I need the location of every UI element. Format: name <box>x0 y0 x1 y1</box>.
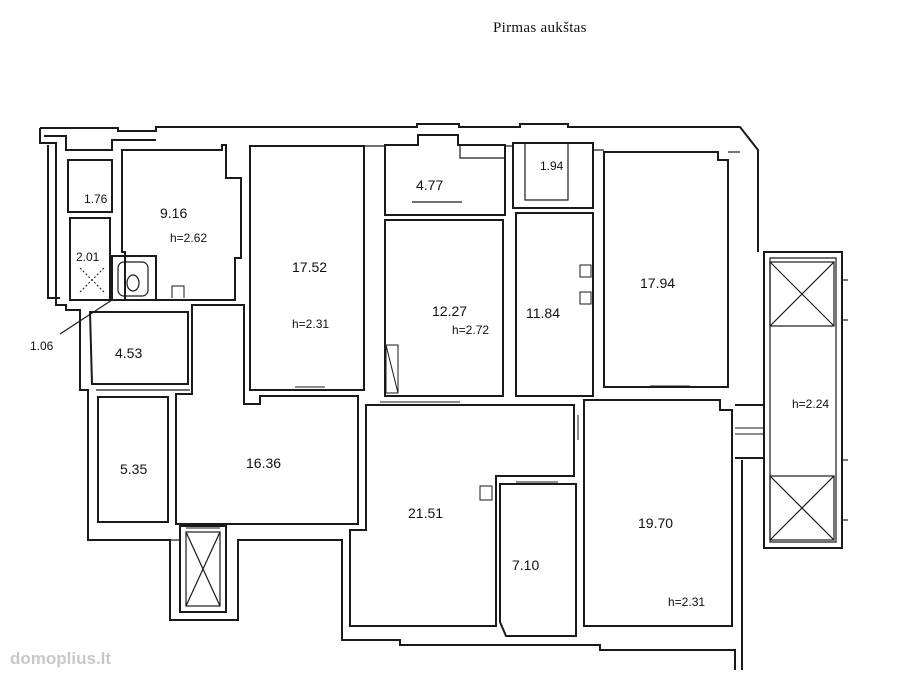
room-area-label: 4.53 <box>115 345 142 361</box>
room-4-53: 4.53 <box>88 311 189 385</box>
room-area-label: 19.70 <box>638 515 673 531</box>
room-height-label: h=2.24 <box>792 397 829 411</box>
room-area-label: 11.84 <box>526 305 560 321</box>
room-11-84: 11.84 <box>515 212 594 397</box>
room-area-label: 1.94 <box>540 159 564 173</box>
room-area-label: 17.94 <box>640 275 675 291</box>
terrace-right: h=2.24 <box>735 251 848 549</box>
room-area-label: 17.52 <box>292 259 327 275</box>
room-area-label: 9.16 <box>160 205 187 221</box>
room-area-label: 1.06 <box>30 339 54 353</box>
room-area-label: 16.36 <box>246 455 281 471</box>
room-area-label: 1.76 <box>84 192 108 206</box>
watermark: domoplius.lt <box>10 649 111 668</box>
room-4-77: 4.77 <box>384 134 506 216</box>
room-area-label: 4.77 <box>416 177 443 193</box>
room-area-label: 21.51 <box>408 505 443 521</box>
floor-title: Pirmas aukštas <box>493 20 587 36</box>
room-height-label: h=2.62 <box>170 231 207 245</box>
room-17-94: 17.94 <box>603 151 729 388</box>
room-2-01: 2.01 <box>69 217 111 301</box>
outer-walls <box>39 123 759 670</box>
room-area-label: 2.01 <box>76 250 100 264</box>
room-1-76: 1.76 <box>67 159 113 213</box>
stair-well <box>179 525 227 613</box>
room-area-label: 12.27 <box>432 303 467 319</box>
partitions <box>96 145 740 541</box>
toilet-room <box>111 255 157 301</box>
room-area-label: 7.10 <box>512 557 539 573</box>
room-19-70: 19.70 h=2.31 <box>577 399 733 627</box>
room-area-label: 5.35 <box>120 461 147 477</box>
room-height-label: h=2.31 <box>668 595 705 609</box>
room-height-label: h=2.31 <box>292 317 329 331</box>
room-9-16: 9.16 h=2.62 <box>121 144 242 301</box>
room-5-35: 5.35 <box>97 396 169 523</box>
room-1-06-callout: 1.06 <box>30 299 113 353</box>
room-17-52: 17.52 h=2.31 <box>249 145 365 391</box>
room-7-10: 7.10 <box>499 481 577 637</box>
room-height-label: h=2.72 <box>452 323 489 337</box>
room-12-27: 12.27 h=2.72 <box>384 219 504 397</box>
room-21-51: 21.51 <box>349 401 575 627</box>
room-1-94: 1.94 <box>512 142 594 209</box>
room-16-36: 16.36 <box>175 304 359 525</box>
